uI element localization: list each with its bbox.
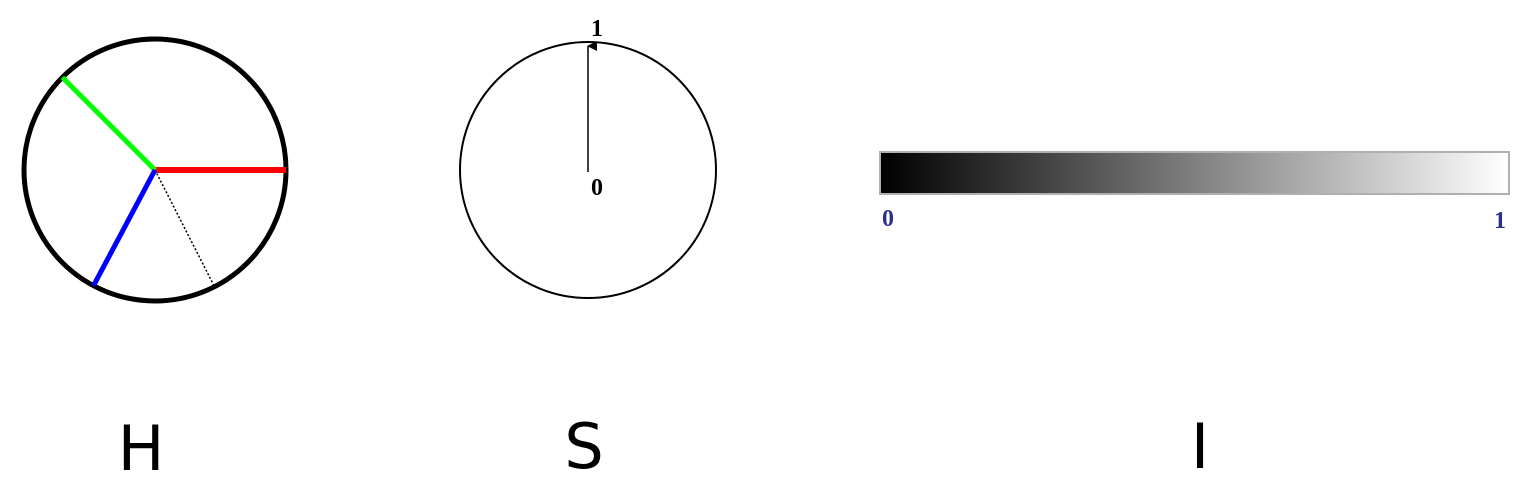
saturation-label: S <box>564 410 603 483</box>
saturation-edge-value: 1 <box>591 16 603 42</box>
saturation-center-value: 0 <box>591 175 603 201</box>
hue-spoke-green <box>60 75 157 172</box>
intensity-panel: 0 1 <box>879 151 1510 234</box>
intensity-max-value: 1 <box>1494 208 1506 234</box>
intensity-min-value: 0 <box>882 206 894 232</box>
hue-panel <box>21 36 289 304</box>
saturation-panel: 1 0 <box>459 16 717 299</box>
intensity-gradient-bar <box>879 151 1510 195</box>
hue-spoke-blue <box>91 168 158 287</box>
hue-reference-line <box>154 169 216 288</box>
hue-label: H <box>118 412 165 485</box>
intensity-label: I <box>1191 410 1209 483</box>
